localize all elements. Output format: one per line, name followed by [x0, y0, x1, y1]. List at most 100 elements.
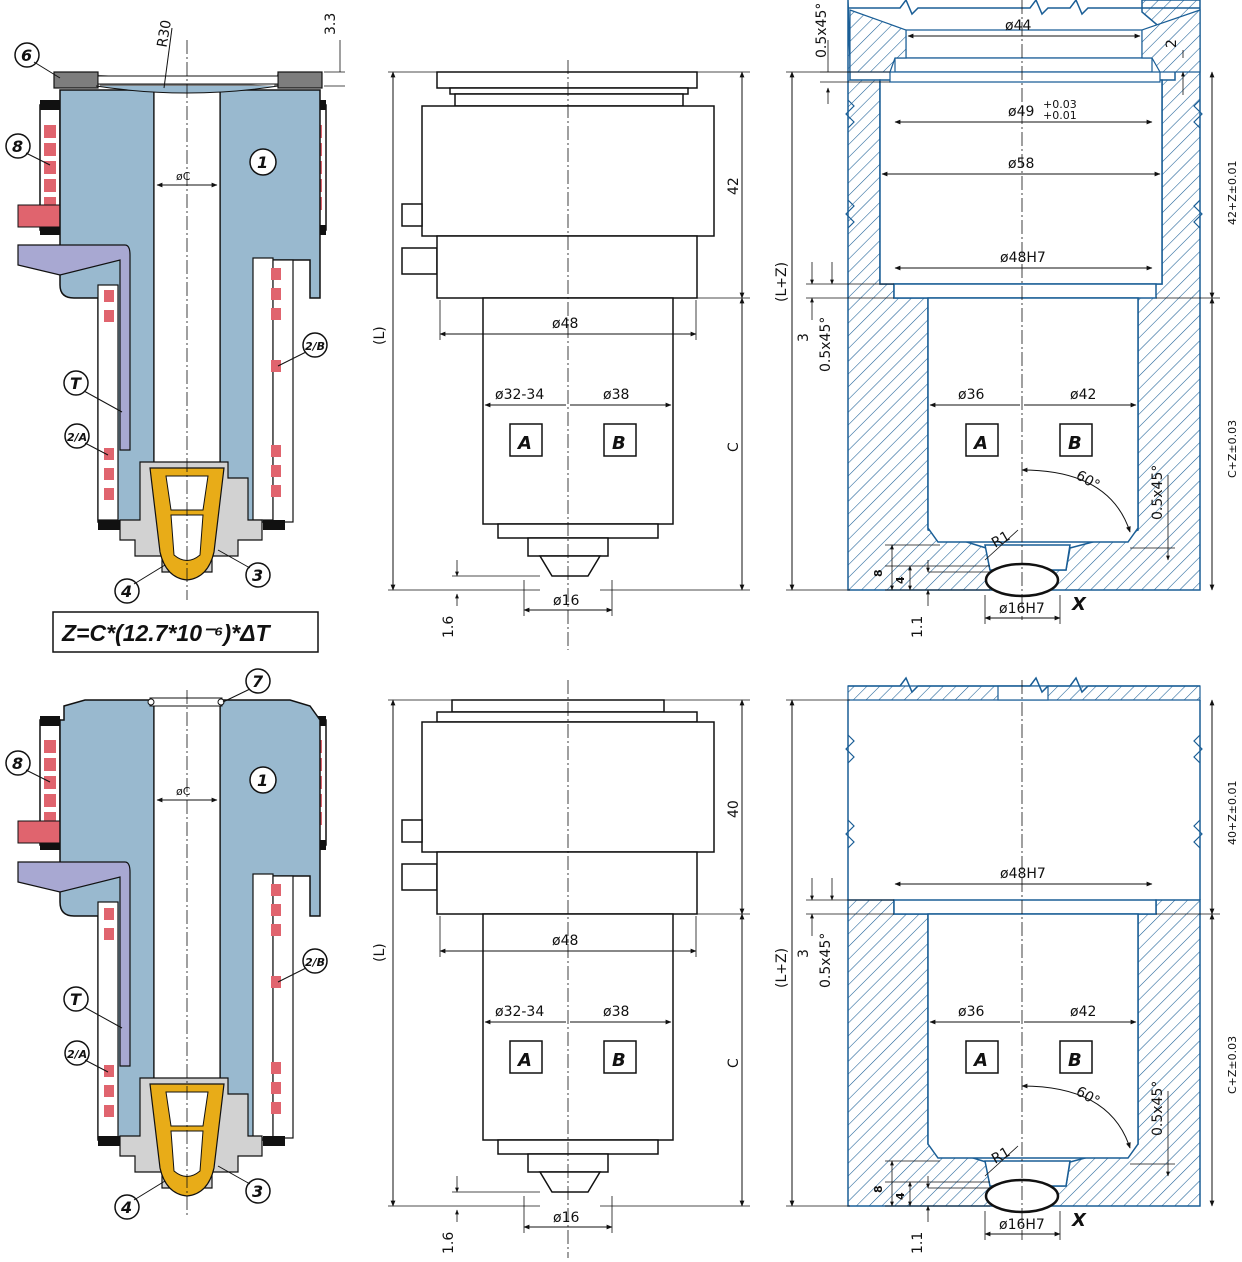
- callout-3: 3: [245, 562, 271, 588]
- svg-text:7: 7: [252, 672, 264, 691]
- dim-3: 3: [796, 333, 812, 342]
- dim-d49: ø49: [1008, 104, 1034, 120]
- callout-7: 7: [245, 668, 271, 694]
- callout-8: 8: [5, 133, 31, 159]
- dim-1-6-bottom: 1.6: [441, 1232, 457, 1254]
- dim-d44: ø44: [1005, 18, 1031, 34]
- svg-text:4: 4: [120, 1198, 132, 1217]
- dim-d48-bottom: ø48: [552, 933, 578, 949]
- dim-d42: ø42: [1070, 387, 1096, 403]
- label-a-cavity: A: [972, 433, 988, 454]
- label-b-bottom: B: [612, 1050, 626, 1071]
- callout-2b: 2/B: [302, 332, 328, 358]
- callout-1-bottom: 1: [249, 766, 277, 794]
- label-a-bottom: A: [516, 1050, 532, 1071]
- svg-text:8: 8: [12, 137, 23, 156]
- label-b-cavity-bottom: B: [1068, 1050, 1082, 1071]
- detail-x: X: [1071, 594, 1087, 615]
- dim-c-z-bottom: C+Z±0.03: [1226, 1036, 1239, 1094]
- dim-0-5x45-top: 0.5x45°: [814, 3, 830, 58]
- svg-text:2/B: 2/B: [305, 340, 325, 353]
- dim-0-5x45-left: 0.5x45°: [818, 317, 834, 372]
- dim-1-1-bottom: 1.1: [910, 1232, 926, 1254]
- label-b: B: [612, 433, 626, 454]
- dim-42-z: 42+Z±0.01: [1226, 161, 1239, 225]
- dim-1-6: 1.6: [441, 616, 457, 638]
- dim-d48: ø48: [552, 316, 578, 332]
- callout-t: T: [63, 370, 89, 396]
- formula-text: Z=C*(12.7*10⁻⁶)*ΔT: [61, 620, 272, 646]
- dim-c: C: [726, 442, 742, 452]
- callout-6: 6: [14, 42, 40, 68]
- melt-channel: [153, 87, 221, 464]
- svg-text:8: 8: [12, 754, 23, 773]
- callout-t-bottom: T: [63, 986, 89, 1012]
- dim-4-bottom: 4: [894, 1192, 907, 1200]
- nozzle-assembly-top: øC R30 3.3 6 8 1 2/B T 2/A 3 4: [5, 13, 345, 604]
- svg-text:4: 4: [120, 582, 132, 601]
- dim-d32-34: ø32-34: [495, 387, 544, 403]
- dim-d16: ø16: [553, 593, 579, 609]
- expansion-formula: Z=C*(12.7*10⁻⁶)*ΔT: [52, 611, 319, 653]
- dim-c-bottom: C: [726, 1058, 742, 1068]
- dim-0-5x45-right: 0.5x45°: [1150, 465, 1166, 520]
- dim-d48h7: ø48H7: [1000, 250, 1046, 266]
- dim-8-bottom: 8: [872, 1185, 885, 1193]
- plate-6: [53, 71, 99, 89]
- dim-d42-bottom: ø42: [1070, 1004, 1096, 1020]
- svg-text:1: 1: [257, 153, 268, 172]
- dim-d49-tol-lower: +0.01: [1043, 109, 1077, 122]
- callout-1: 1: [249, 148, 277, 176]
- label-b-cavity: B: [1068, 433, 1082, 454]
- dim-42: 42: [726, 177, 742, 195]
- dim-3-3: 3.3: [323, 13, 339, 35]
- heater-connector: [17, 204, 61, 228]
- dim-lz: (L+Z): [774, 262, 790, 302]
- dim-0-5x45-right-bottom: 0.5x45°: [1150, 1081, 1166, 1136]
- dim-1-1: 1.1: [910, 616, 926, 638]
- dim-d49-tol-upper: +0.03: [1043, 98, 1077, 111]
- middle-top-dims: (L) 42 C ø48 ø32-34 ø38 A B ø16 1.6: [372, 60, 750, 650]
- callout-2a-bottom: 2/A: [64, 1040, 90, 1066]
- dim-d16-bottom: ø16: [553, 1210, 579, 1226]
- oc-label: øC: [176, 170, 191, 183]
- label-a: A: [516, 433, 532, 454]
- callout-3-bottom: 3: [245, 1178, 271, 1204]
- svg-text:6: 6: [21, 46, 32, 65]
- oc-label-bottom: øC: [176, 785, 191, 798]
- dim-d36-bottom: ø36: [958, 1004, 984, 1020]
- svg-text:T: T: [70, 374, 82, 393]
- middle-bottom-dims: (L) 40 C ø48 ø32-34 ø38 A B ø16 1.6: [372, 680, 750, 1258]
- dim-40-z: 40+Z±0.01: [1226, 781, 1239, 845]
- dim-2: 2: [1164, 39, 1180, 48]
- r30-label: R30: [154, 19, 175, 49]
- label-a-cavity-bottom: A: [972, 1050, 988, 1071]
- dim-d32-34-bottom: ø32-34: [495, 1004, 544, 1020]
- svg-text:3: 3: [252, 1182, 263, 1201]
- mold-cavity-top: ø44 ø49 +0.03 +0.01 ø58 ø48H7 ø36 ø42 A …: [774, 0, 1239, 638]
- svg-text:2/A: 2/A: [67, 1048, 87, 1061]
- svg-text:1: 1: [257, 771, 268, 790]
- dim-d36: ø36: [958, 387, 984, 403]
- callout-2b-bottom: 2/B: [302, 948, 328, 974]
- dim-d48h7-bottom: ø48H7: [1000, 866, 1046, 882]
- dim-d58: ø58: [1008, 156, 1034, 172]
- dim-40: 40: [726, 800, 742, 818]
- thermocouple: [17, 244, 131, 451]
- callout-4: 4: [114, 578, 140, 604]
- detail-x-bottom: X: [1071, 1210, 1087, 1231]
- callout-2a: 2/A: [64, 423, 90, 449]
- svg-text:3: 3: [252, 566, 263, 585]
- dim-d16h7-bottom: ø16H7: [999, 1217, 1045, 1233]
- dim-d38: ø38: [603, 387, 629, 403]
- callout-4-bottom: 4: [114, 1194, 140, 1220]
- dim-c-z: C+Z±0.03: [1226, 420, 1239, 478]
- dim-4: 4: [894, 576, 907, 584]
- dim-d38-bottom: ø38: [603, 1004, 629, 1020]
- mold-cavity-bottom: ø48H7 ø36 ø42 A B 60° R1 0.5x45° (L+Z) 3…: [774, 676, 1239, 1254]
- callout-8-bottom: 8: [5, 750, 31, 776]
- dim-l-bottom: (L): [372, 943, 388, 962]
- dim-3-bottom: 3: [796, 949, 812, 958]
